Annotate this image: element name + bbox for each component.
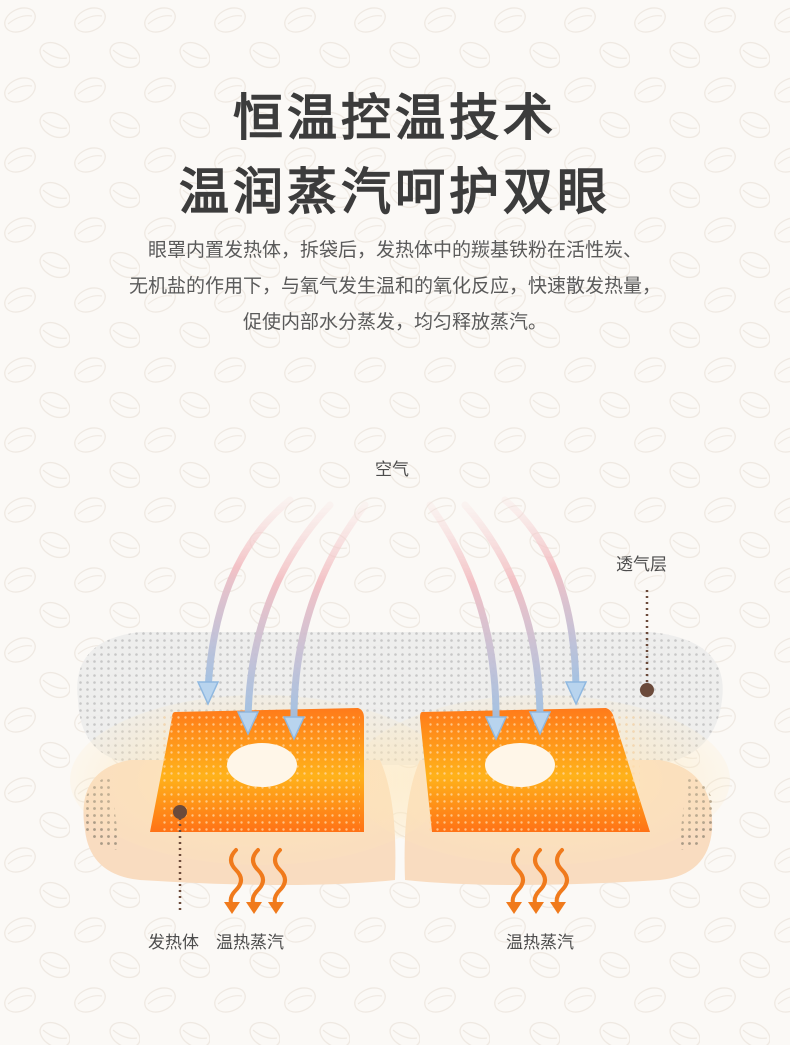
- headline-line-2: 温润蒸汽呵护双眼: [179, 162, 611, 221]
- label-steam-right: 温热蒸汽: [506, 933, 574, 953]
- description-line-3: 促使内部水分蒸发，均匀释放蒸汽。: [242, 311, 547, 333]
- description-line-2: 无机盐的作用下，与氧气发生温和的氧化反应，快速散发热量，: [128, 275, 661, 297]
- steam-arrowheads-right: [506, 902, 566, 914]
- label-steam-left: 温热蒸汽: [216, 933, 284, 953]
- steam-arrows-right: [510, 848, 569, 908]
- description-line-1: 眼罩内置发热体，拆袋后，发热体中的羰基铁粉在活性炭、: [147, 239, 642, 261]
- heater-right: [420, 708, 650, 832]
- steam-arrowheads-left: [224, 902, 284, 914]
- label-air: 空气: [375, 460, 409, 480]
- steam-arrows-left: [228, 848, 287, 908]
- label-heater: 发热体: [148, 933, 199, 953]
- pointer-heater: [173, 805, 187, 912]
- label-breathable-layer: 透气层: [616, 555, 667, 575]
- headline-line-1: 恒温控温技术: [233, 88, 557, 147]
- pointer-breathable-layer: [640, 590, 654, 697]
- air-arrows: [196, 496, 588, 741]
- eye-mask-heating-diagram: [70, 496, 730, 914]
- heater-left: [150, 708, 364, 832]
